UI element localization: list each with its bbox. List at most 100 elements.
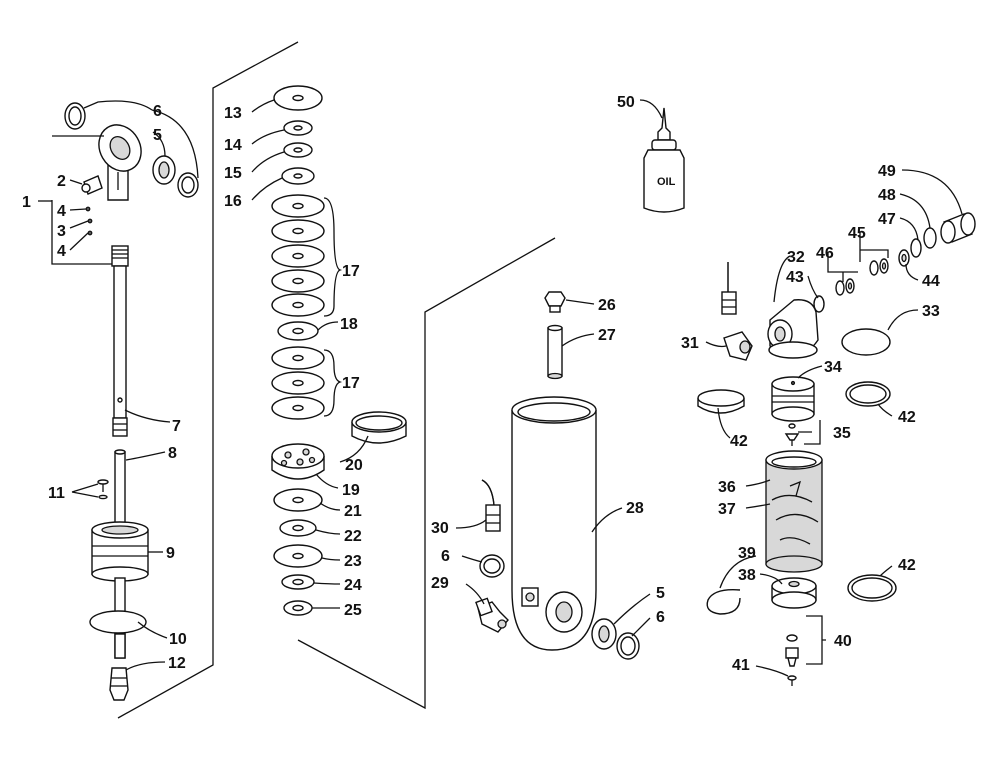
part-30-hose-fitting [481,479,501,532]
part-label-25: 25 [344,602,362,619]
part-17-shim-stack-upper [271,194,325,317]
part-label-4b: 4 [57,243,66,260]
part-44-washer [898,249,910,267]
part-29-elbow-fitting [475,597,509,633]
part-label-28: 28 [626,500,644,517]
part-label-10: 10 [169,631,187,648]
part-label-33: 33 [922,303,940,320]
part-6-oring-mid-left [479,554,505,578]
part-label-29: 29 [431,575,449,592]
part-label-42c: 42 [898,557,916,574]
part-label-32: 32 [787,249,805,266]
part-2-fitting [81,175,103,195]
part-label-44: 44 [922,273,940,290]
part-label-45: 45 [848,225,866,242]
part-25-washer [283,600,313,616]
part-label-5b: 5 [656,585,665,602]
part-42-ring-right [845,381,891,407]
part-label-42a: 42 [730,433,748,450]
part-label-12: 12 [168,655,186,672]
part-label-2: 2 [57,173,66,190]
part-label-31: 31 [681,335,699,352]
part-label-4a: 4 [57,203,66,220]
oil-text: OIL [657,176,676,188]
part-label-43: 43 [786,269,804,286]
part-label-13: 13 [224,105,242,122]
part-label-36: 36 [718,479,736,496]
part-label-38: 38 [738,567,756,584]
part-label-17b: 17 [342,375,360,392]
part-label-22: 22 [344,528,362,545]
leader-lines [38,99,963,677]
part-label-23: 23 [344,553,362,570]
part-label-18: 18 [340,316,358,333]
part-label-39: 39 [738,545,756,562]
part-34-piston [771,376,815,422]
part-label-19: 19 [342,482,360,499]
part-49-cap [940,212,976,244]
part-label-24: 24 [344,577,362,594]
part-5-bushing-mid [591,618,617,650]
part-3-4-small-balls [85,206,93,236]
part-label-27: 27 [598,327,616,344]
part-50-oil-bottle: OIL [643,107,685,213]
part-35-valve-screw [784,423,800,446]
part-label-8: 8 [168,445,177,462]
part-11-screw-washer [97,479,109,500]
part-22-washer [279,519,317,537]
part-6-oring-right [177,172,199,198]
part-label-40: 40 [834,633,852,650]
part-label-16: 16 [224,193,242,210]
part-label-17a: 17 [342,263,360,280]
part-label-6b: 6 [441,548,450,565]
part-47-48-rings [910,227,937,258]
part-label-37: 37 [718,501,736,518]
part-label-34: 34 [824,359,842,376]
part-38-cap [771,577,817,609]
part-label-50: 50 [617,94,635,111]
part-label-30: 30 [431,520,449,537]
part-label-11: 11 [48,485,65,502]
part-label-1: 1 [22,194,31,211]
part-31-elbow [721,262,753,361]
part-label-6c: 6 [656,609,665,626]
assembly-frame-lines [117,41,556,719]
part-12-nut [109,667,129,701]
part-9-piston [91,521,149,582]
part-18-shim [277,321,319,341]
part-36-37-reservoir-can [765,450,823,573]
part-label-42b: 42 [898,409,916,426]
part-label-9: 9 [166,545,175,562]
part-label-15: 15 [224,165,242,182]
part-label-41: 41 [732,657,750,674]
part-5-bushing-top [152,155,176,185]
part-43-oring [813,295,825,313]
part-42-ring-left [697,389,745,414]
part-8-rod [114,449,126,531]
part-10-disc [89,577,147,659]
part-label-26: 26 [598,297,616,314]
part-6-oring-top [64,102,86,130]
part-42-ring-lower [847,574,897,602]
part-label-14: 14 [224,137,242,154]
part-23-washer [273,544,323,568]
part-24-washer [281,574,315,590]
part-number-labels: 1 2 4 3 4 5 6 7 8 9 10 11 12 13 14 15 16… [22,94,940,674]
part-label-48: 48 [878,187,896,204]
part-15-washer [283,142,313,158]
part-label-7: 7 [172,418,181,435]
part-label-49: 49 [878,163,896,180]
part-7-shaft [111,245,129,437]
part-13-washer [273,85,323,111]
part-39-snap-ring [706,589,741,615]
part-16-washer [281,167,315,185]
part-label-21: 21 [344,503,362,520]
part-28-shock-body [511,396,597,651]
part-label-6a: 6 [153,103,162,120]
part-label-46: 46 [816,245,834,262]
part-41-screw [787,675,797,686]
part-20-band [351,411,407,444]
part-45-washers [869,258,889,276]
